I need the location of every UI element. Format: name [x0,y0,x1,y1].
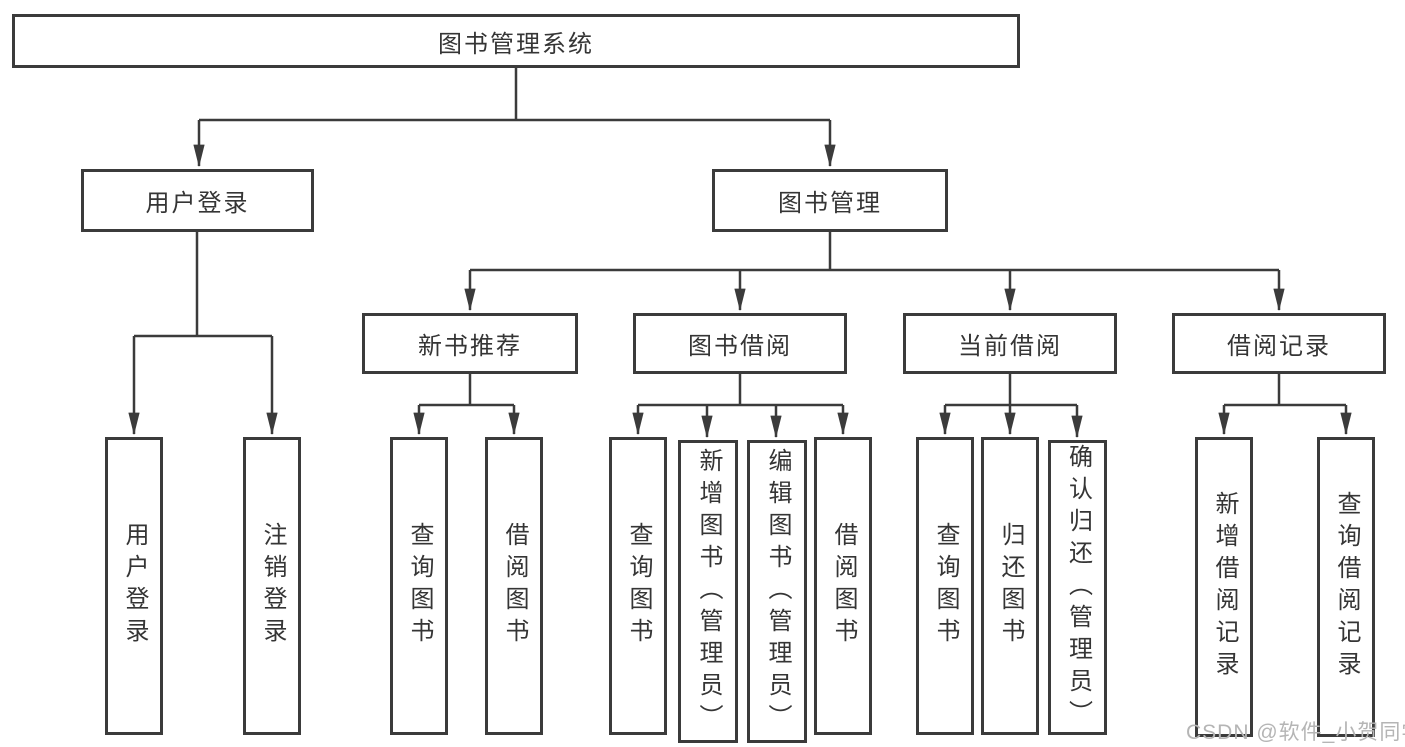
node-book-mgmt: 图书管理 [712,169,948,232]
node-borrow-records-label: 借阅记录 [1227,333,1331,360]
leaf-bb-borrow-label: 借阅图书 [830,522,857,650]
leaf-bb-query-label: 查询图书 [625,522,652,650]
leaf-cb-query-label: 查询图书 [932,522,959,650]
leaf-nb-borrow: 借阅图书 [485,437,543,735]
leaf-bb-add-label: 新增图书（管理员） [695,447,722,736]
leaf-cb-confirm-label: 确认归还（管理员） [1064,443,1092,732]
leaf-user-login-label: 用户登录 [121,522,148,650]
node-root: 图书管理系统 [12,14,1020,68]
leaf-br-add-label: 新增借阅记录 [1211,491,1238,683]
leaf-logout-label: 注销登录 [259,522,286,650]
node-new-books: 新书推荐 [362,313,578,374]
leaf-logout: 注销登录 [243,437,301,735]
node-current-borrow: 当前借阅 [903,313,1117,374]
node-book-borrow-label: 图书借阅 [688,333,792,360]
leaf-bb-borrow: 借阅图书 [814,437,872,735]
csdn-watermark: CSDN @软件_小贺同学 [1186,721,1405,744]
leaf-bb-edit-label: 编辑图书（管理员） [764,447,791,736]
node-current-borrow-label: 当前借阅 [958,333,1062,360]
leaf-nb-query: 查询图书 [390,437,448,735]
leaf-br-add: 新增借阅记录 [1195,437,1253,737]
leaf-bb-query: 查询图书 [609,437,667,735]
node-borrow-records: 借阅记录 [1172,313,1386,374]
leaf-nb-borrow-label: 借阅图书 [501,522,528,650]
node-book-borrow: 图书借阅 [633,313,847,374]
node-user-login-label: 用户登录 [145,190,250,217]
node-root-label: 图书管理系统 [438,30,594,58]
leaf-nb-query-label: 查询图书 [406,522,433,650]
leaf-bb-add: 新增图书（管理员） [678,440,738,743]
leaf-cb-query: 查询图书 [916,437,974,735]
leaf-br-query: 查询借阅记录 [1317,437,1375,737]
leaf-user-login: 用户登录 [105,437,163,735]
node-book-mgmt-label: 图书管理 [778,190,882,217]
leaf-cb-return-label: 归还图书 [997,522,1024,650]
leaf-cb-return: 归还图书 [981,437,1039,735]
leaf-br-query-label: 查询借阅记录 [1333,491,1360,683]
leaf-cb-confirm: 确认归还（管理员） [1048,440,1107,735]
connector-spines [134,68,1346,407]
node-user-login: 用户登录 [81,169,314,232]
node-new-books-label: 新书推荐 [418,333,522,360]
leaf-bb-edit: 编辑图书（管理员） [747,440,807,743]
